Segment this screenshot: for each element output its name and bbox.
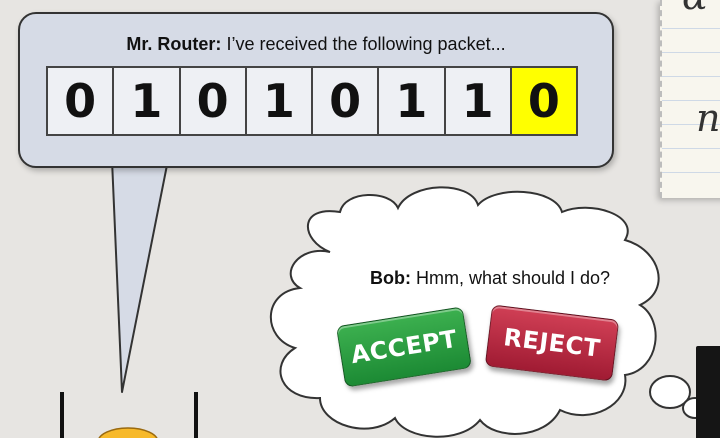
monitor-icon (696, 346, 720, 438)
thought-speaker: Bob: (369, 268, 411, 288)
speech-bubble: Mr. Router: I’ve received the following … (18, 12, 614, 168)
packet-bit: 1 (114, 68, 179, 134)
packet-bit: 0 (180, 68, 245, 134)
packet-bit: 0 (313, 68, 378, 134)
speech-message: I’ve received the following packet... (226, 34, 506, 54)
packet-bit: 0 (511, 68, 576, 134)
thought-text: Bob: Hmm, what should I do? (290, 268, 690, 289)
notepad-icon: ɑ n (660, 0, 720, 198)
packet-bit: 1 (246, 68, 311, 134)
packet-bit: 1 (379, 68, 444, 134)
speech-text: Mr. Router: I’ve received the following … (20, 34, 612, 55)
thought-message: Hmm, what should I do? (415, 268, 611, 288)
packet-bit: 0 (48, 68, 113, 134)
packet-bit: 1 (445, 68, 510, 134)
router-icon (60, 392, 198, 438)
speaker-name: Mr. Router: (126, 34, 222, 54)
